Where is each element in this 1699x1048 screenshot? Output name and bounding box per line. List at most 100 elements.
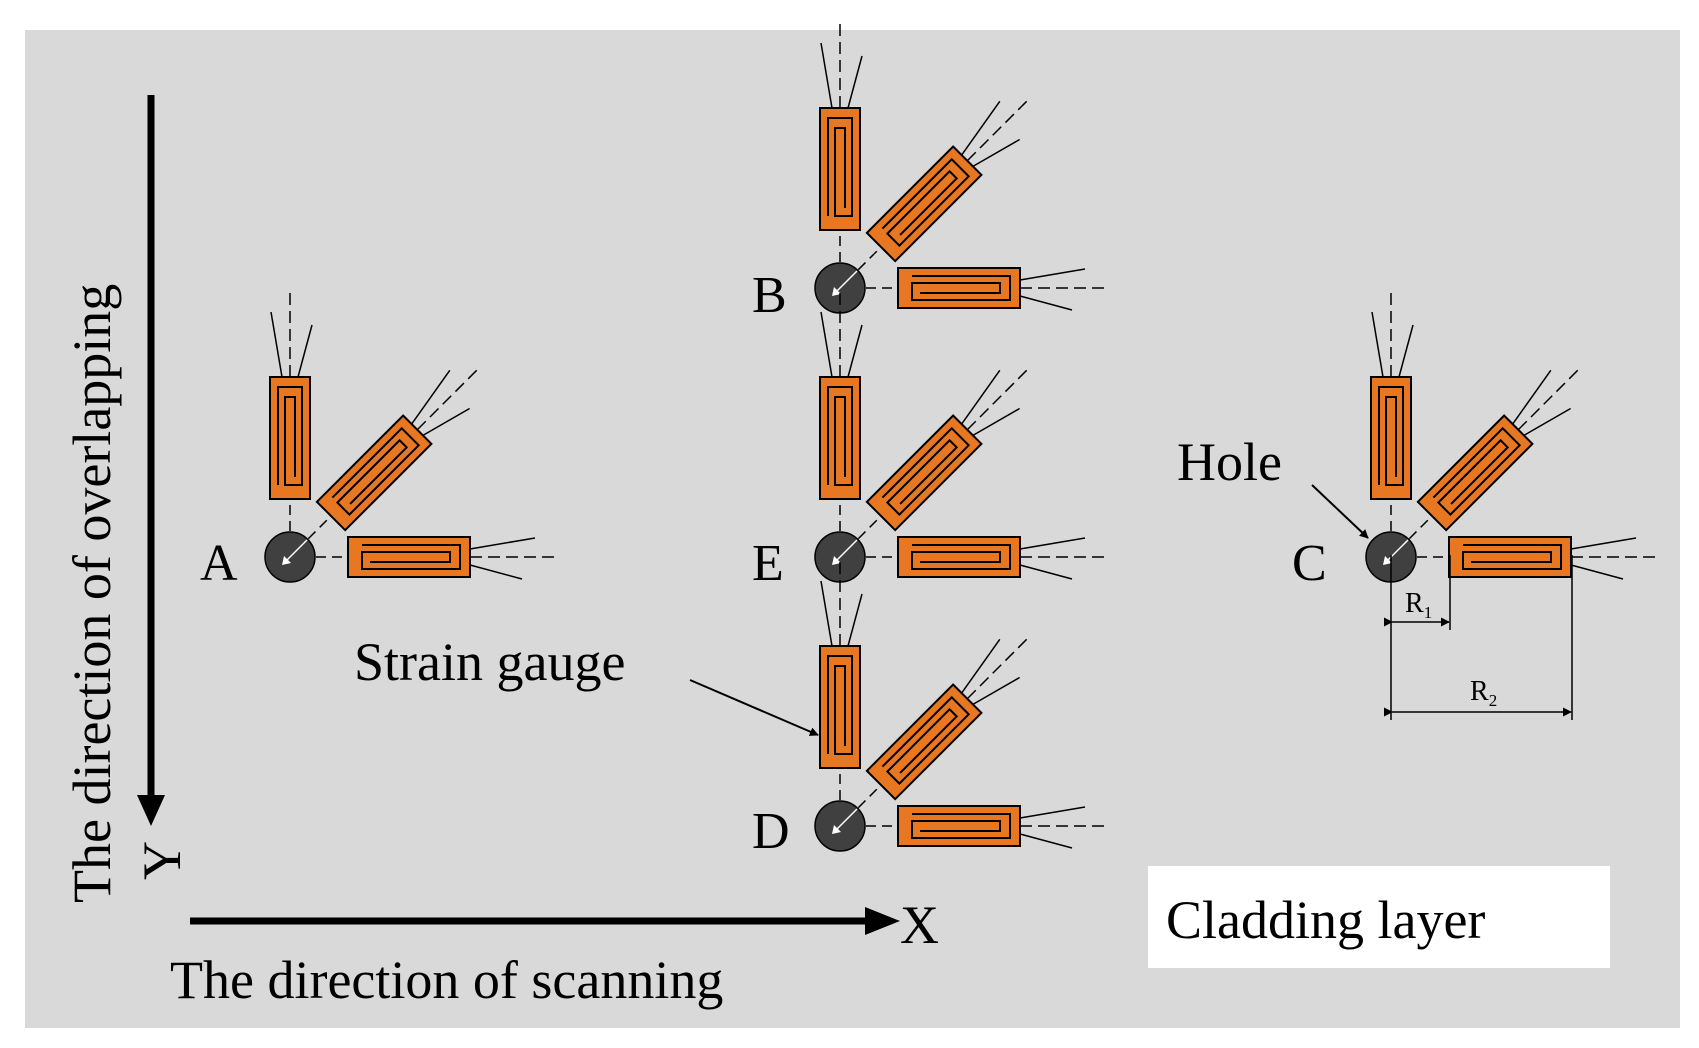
- drill-hole-a-marker-head: [282, 556, 291, 565]
- point-label-c: C: [1292, 535, 1327, 592]
- strain-gauge-d-diagonal-lead-wire: [961, 638, 1001, 694]
- strain-gauge-label: Strain gauge: [354, 632, 625, 692]
- strain-gauge-a-diagonal-axis-line: [416, 366, 481, 431]
- strain-gauge-c-horizontal-lead-wire: [1570, 537, 1637, 550]
- strain-gauge-c-vertical-grid: [1378, 386, 1404, 486]
- strain-gauge-a-horizontal-lead-wire: [469, 564, 523, 580]
- strain-gauge-b-horizontal-lead-wire: [1019, 268, 1086, 281]
- x-axis-title: The direction of scanning: [170, 950, 723, 1010]
- strain-gauge-b-vertical-lead-wire: [820, 42, 833, 109]
- drill-hole-d-marker: [833, 808, 858, 833]
- r2-label-subscript: 2: [1489, 691, 1498, 710]
- rosette-c: [1365, 289, 1659, 583]
- strain-gauge-a-vertical-lead-wire: [297, 324, 313, 378]
- strain-gauge-c-vertical-lead-wire: [1398, 324, 1414, 378]
- strain-gauge-b-horizontal-grid: [911, 275, 1011, 301]
- strain-gauge-e-diagonal-lead-wire: [961, 369, 1001, 425]
- r2-label-main: R: [1470, 676, 1489, 707]
- strain-gauge-c-diagonal-lead-wire: [1512, 369, 1552, 425]
- strain-gauge-b-diagonal: [846, 97, 1031, 282]
- strain-gauge-e-diagonal-axis-line: [966, 366, 1031, 431]
- cladding-label-box: [1148, 866, 1610, 968]
- strain-gauge-e-vertical: [819, 289, 863, 547]
- rosette-b: [814, 20, 1108, 314]
- r2-label: R2: [1470, 676, 1497, 710]
- drill-hole-e-marker: [833, 539, 858, 564]
- strain-gauge-a-vertical: [269, 289, 313, 547]
- strain-gauge-a-vertical-grid: [277, 386, 303, 486]
- strain-gauge-b-vertical-lead-wire: [847, 55, 863, 109]
- strain-gauge-a-vertical-body: [269, 376, 311, 500]
- cladding-label: Cladding layer: [1166, 890, 1485, 950]
- drill-hole-a-marker: [283, 539, 308, 564]
- strain-gauge-d-vertical-body: [819, 645, 861, 769]
- strain-gauge-e-horizontal-lead-wire: [1019, 564, 1073, 580]
- hole-pointer: [1311, 484, 1369, 539]
- strain-gauge-e-horizontal-body: [897, 536, 1021, 578]
- strain-gauge-e-horizontal-lead-wire: [1019, 537, 1086, 550]
- strain-gauge-b-horizontal-body: [897, 267, 1021, 309]
- point-label-a: A: [200, 535, 238, 592]
- strain-gauge-d-diagonal-lead-wire: [972, 676, 1020, 706]
- strain-gauge-a-diagonal-lead-wire: [422, 407, 470, 437]
- strain-gauge-b-horizontal: [850, 267, 1108, 311]
- strain-gauge-a-diagonal: [296, 366, 481, 551]
- strain-gauge-e-vertical-lead-wire: [820, 311, 833, 378]
- strain-gauge-c-horizontal-lead-wire: [1570, 564, 1624, 580]
- strain-gauge-b-horizontal-lead-wire: [1019, 295, 1073, 311]
- x-axis-arrow-head: [865, 907, 900, 935]
- rosette-a: [264, 289, 558, 583]
- strain-gauge-b-diagonal-lead-wire: [961, 100, 1001, 156]
- drill-hole-e-marker-head: [832, 556, 841, 565]
- point-label-b: B: [752, 267, 787, 324]
- strain-gauge-c-diagonal-lead-wire: [1523, 407, 1571, 437]
- x-axis-letter: X: [900, 895, 939, 955]
- strain-gauge-e-diagonal-lead-wire: [972, 407, 1020, 437]
- strain-gauge-d-vertical-lead-wire: [820, 580, 833, 647]
- strain-gauge-pointer: [689, 679, 819, 736]
- y-axis-letter: Y: [132, 841, 192, 880]
- strain-gauge-d-vertical: [819, 558, 863, 816]
- strain-gauge-d-horizontal-lead-wire: [1019, 833, 1073, 849]
- strain-gauge-a-horizontal-lead-wire: [469, 537, 536, 550]
- strain-gauge-a-diagonal-grid: [331, 426, 421, 516]
- strain-gauge-e-vertical-grid: [827, 386, 853, 486]
- strain-gauge-b-vertical-body: [819, 107, 861, 231]
- strain-gauge-e-horizontal-grid: [911, 544, 1011, 570]
- strain-gauge-e-diagonal: [846, 366, 1031, 551]
- strain-gauge-b-diagonal-axis-line: [966, 97, 1031, 162]
- r1-label-subscript: 1: [1424, 603, 1433, 622]
- strain-gauge-c-vertical-body: [1370, 376, 1412, 500]
- y-axis-title: The direction of overlapping: [62, 284, 122, 903]
- strain-gauge-a-diagonal-lead-wire: [411, 369, 451, 425]
- strain-gauge-c-horizontal-grid: [1462, 544, 1562, 570]
- strain-gauge-c-horizontal-body: [1448, 536, 1572, 578]
- strain-gauge-c-diagonal-grid: [1432, 426, 1522, 516]
- strain-gauge-c-vertical-lead-wire: [1371, 311, 1384, 378]
- drill-hole-d-marker-head: [832, 825, 841, 834]
- strain-gauge-a-horizontal-body: [347, 536, 471, 578]
- r1-label: R1: [1405, 588, 1432, 622]
- strain-gauge-a-vertical-lead-wire: [270, 311, 283, 378]
- strain-gauge-b-diagonal-grid: [881, 157, 971, 247]
- strain-gauge-b-vertical-grid: [827, 117, 853, 217]
- strain-gauge-c-diagonal: [1397, 366, 1582, 551]
- strain-gauge-a-horizontal: [300, 536, 558, 580]
- strain-gauge-d-vertical-grid: [827, 655, 853, 755]
- strain-gauge-d-horizontal-grid: [911, 813, 1011, 839]
- hole-label: Hole: [1177, 432, 1282, 492]
- strain-gauge-e-diagonal-grid: [881, 426, 971, 516]
- drill-hole-c-marker-head: [1383, 556, 1392, 565]
- strain-gauge-d-diagonal-axis-line: [966, 635, 1031, 700]
- strain-gauge-d-horizontal-body: [897, 805, 1021, 847]
- rosette-d: [814, 558, 1108, 852]
- point-label-d: D: [752, 803, 790, 860]
- strain-gauge-d-vertical-lead-wire: [847, 593, 863, 647]
- strain-gauge-e-vertical-body: [819, 376, 861, 500]
- point-label-e: E: [752, 535, 784, 592]
- rosette-e: [814, 289, 1108, 583]
- drill-hole-b-marker-head: [832, 287, 841, 296]
- strain-gauge-d-diagonal-grid: [881, 695, 971, 785]
- strain-gauge-a-horizontal-grid: [361, 544, 461, 570]
